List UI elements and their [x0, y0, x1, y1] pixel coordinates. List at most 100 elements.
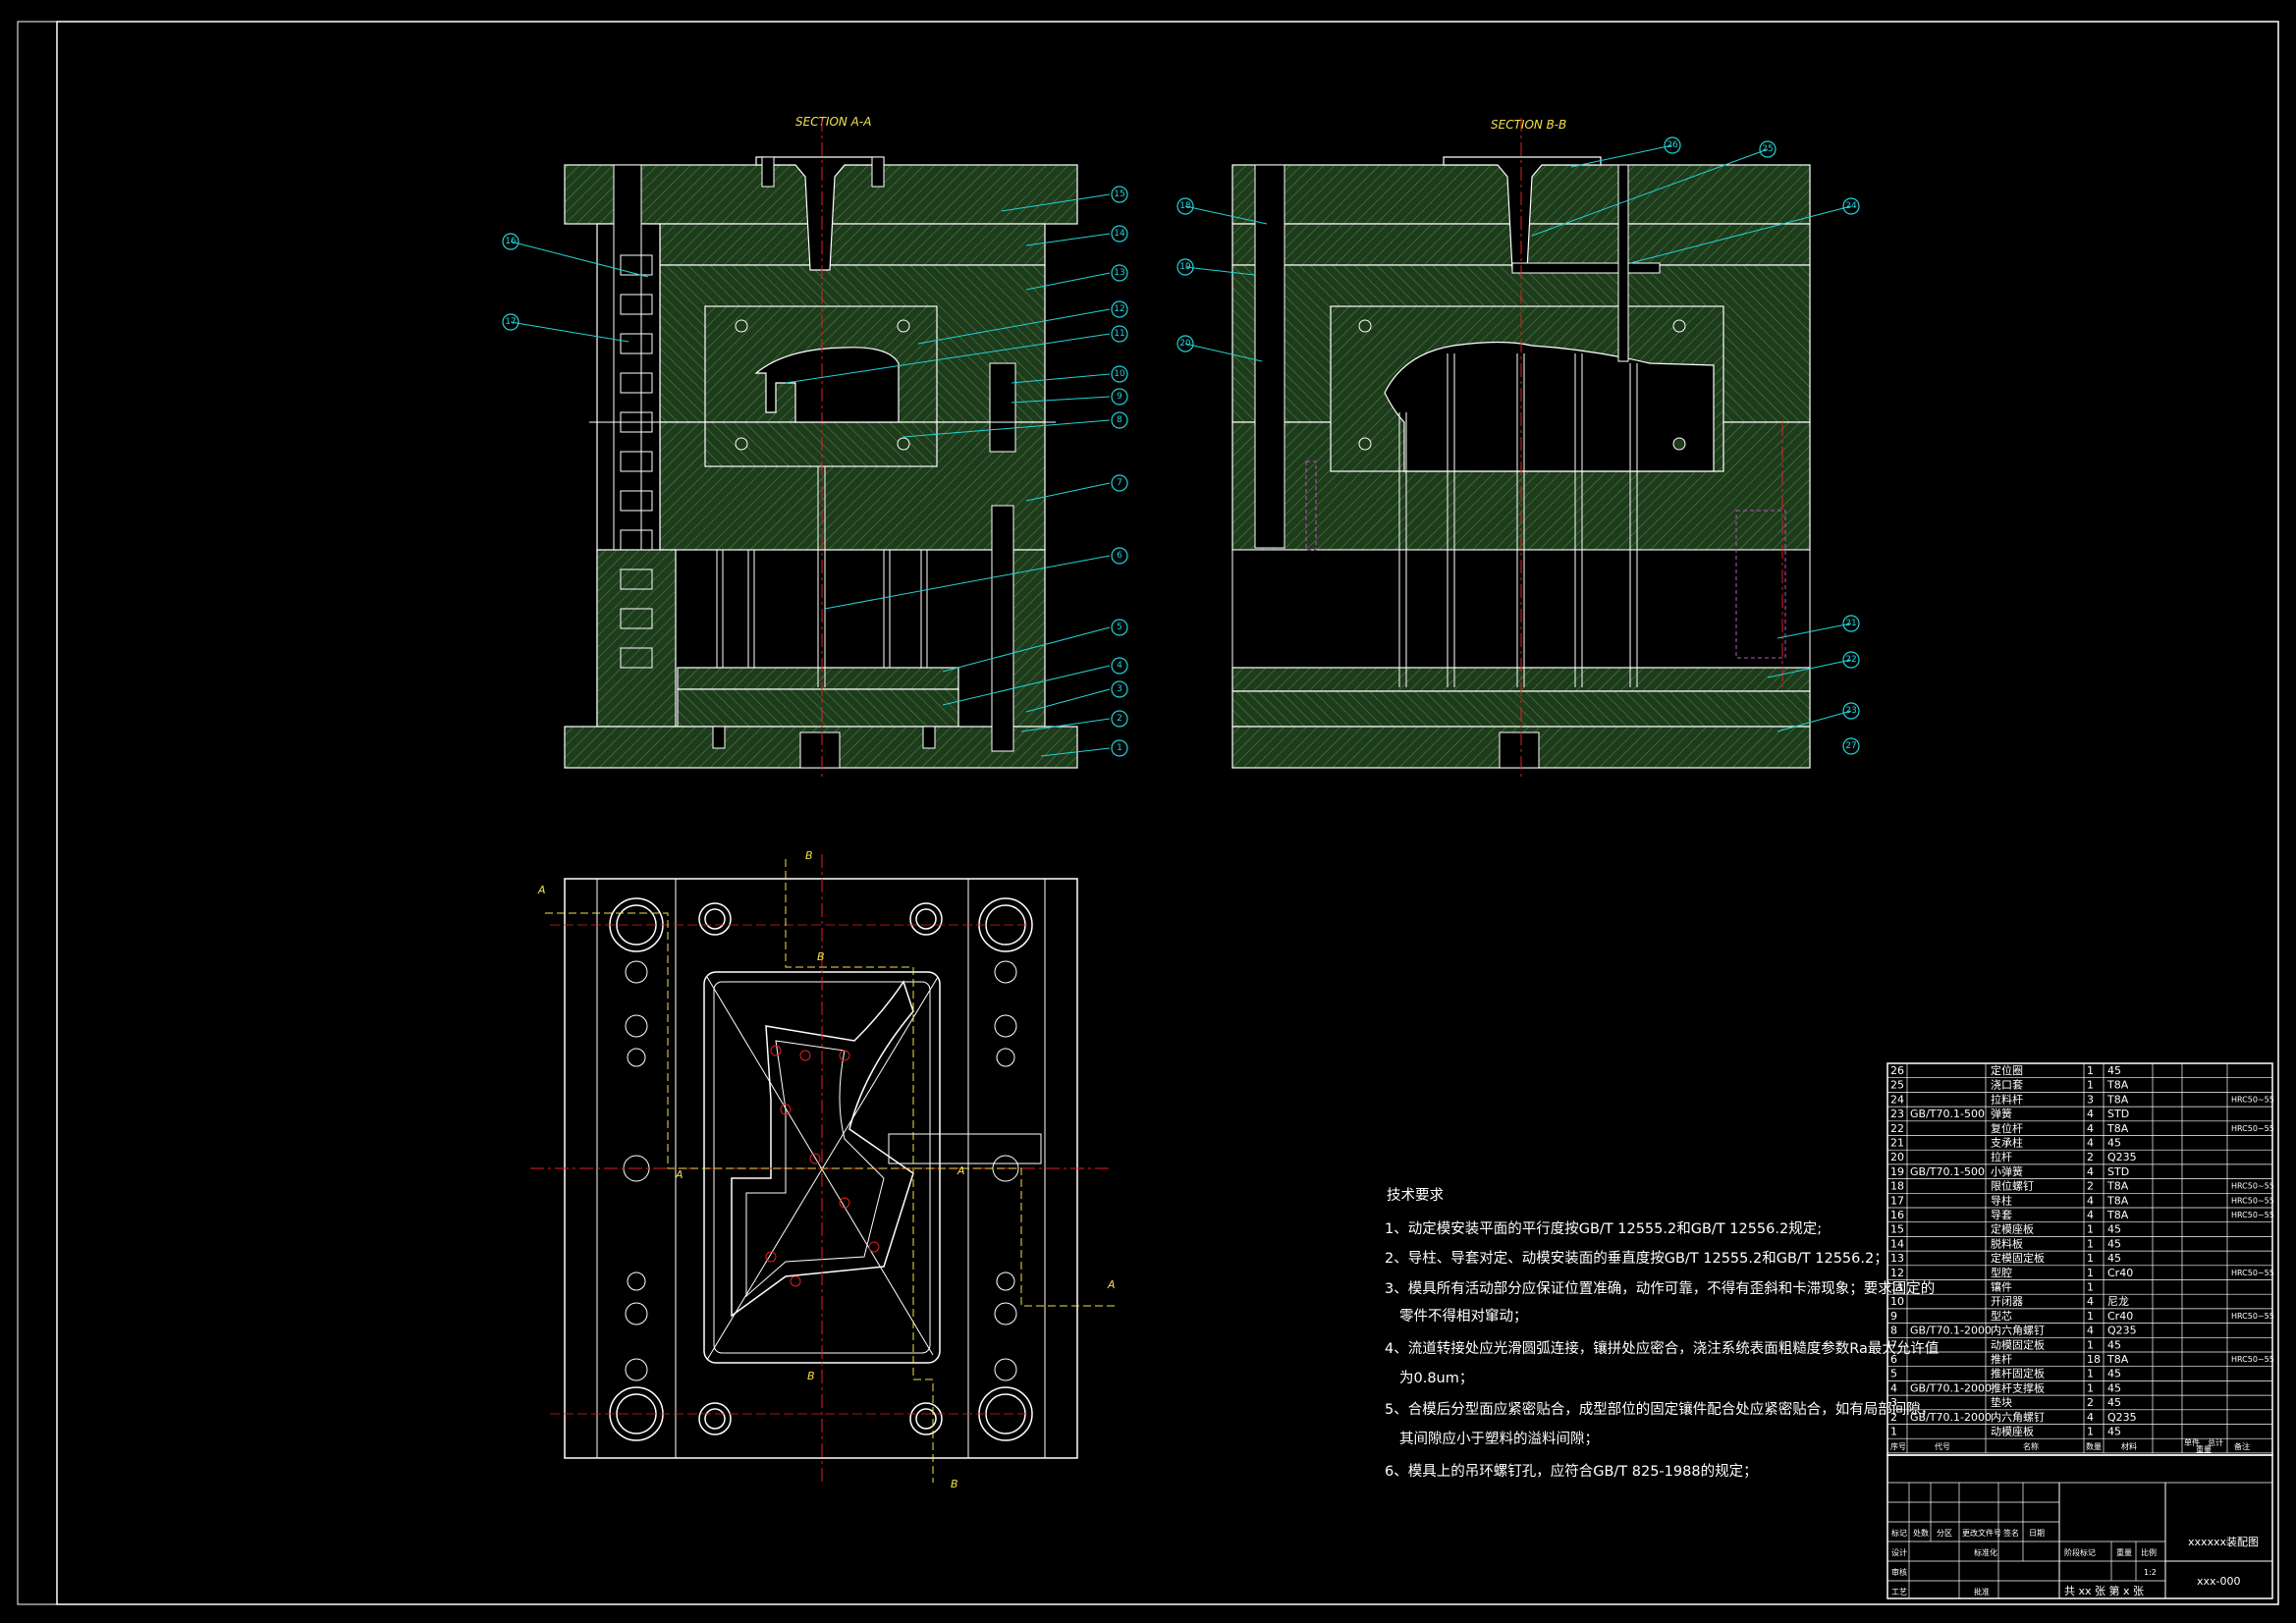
sec-mark-a2: A	[675, 1168, 683, 1181]
bom-cell-name: 支承柱	[1991, 1136, 2023, 1150]
tb-date: 日期	[2029, 1529, 2045, 1538]
bom-cell-name: 型腔	[1991, 1266, 2012, 1279]
sec-mark-b3: B	[807, 1370, 815, 1382]
balloon-27: 27	[1845, 741, 1856, 751]
bom-cell-no: 5	[1890, 1368, 1897, 1380]
bom-cell-note: HRC50~55	[2231, 1312, 2274, 1321]
bom-cell-name: 拉料杆	[1991, 1092, 2023, 1106]
bom-cell-name: 动模固定板	[1991, 1337, 2045, 1351]
bom-cell-name: 推杆支撑板	[1991, 1380, 2045, 1394]
bom-cell-mat: T8A	[2106, 1122, 2129, 1135]
section-aa-view: SECTION A-A	[502, 115, 1128, 781]
bom-cell-name: 推杆	[1991, 1352, 2012, 1366]
balloon-4: 4	[1117, 661, 1122, 671]
part-profile-bb	[1384, 341, 1715, 472]
tb-sign: 签名	[2003, 1528, 2019, 1538]
balloon-16: 16	[505, 237, 517, 246]
balloon-18: 18	[1179, 201, 1191, 211]
bom-cell-qty: 1	[2087, 1381, 2094, 1394]
bom-cell-qty: 4	[2087, 1108, 2094, 1120]
balloon-8: 8	[1117, 415, 1122, 425]
bom-cell-no: 8	[1890, 1325, 1897, 1337]
bom-cell-no: 15	[1890, 1223, 1904, 1236]
bom-cell-no: 11	[1890, 1281, 1904, 1294]
bom-cell-note: HRC50~55	[2231, 1182, 2274, 1191]
tb-weight: 重量	[2116, 1547, 2132, 1557]
bom-cell-name: 型芯	[1991, 1309, 2012, 1323]
bom-cell-name: 小弹簧	[1991, 1164, 2023, 1178]
sec-mark-b2: B	[817, 950, 825, 963]
tb-drawing-name: xxxxxx装配图	[2188, 1536, 2259, 1548]
bom-cell-code: GB/T70.1-2000	[1910, 1381, 1992, 1394]
bom-cell-mat: T8A	[2106, 1093, 2129, 1106]
bom-cell-qty: 4	[2087, 1165, 2094, 1178]
bom-cell-qty: 4	[2087, 1194, 2094, 1207]
bom-header-code: 代号	[1935, 1441, 1950, 1451]
bom-cell-mat: Q235	[2107, 1325, 2137, 1337]
bom-cell-mat: 45	[2107, 1064, 2121, 1077]
tb-std: 标准化	[1974, 1547, 1997, 1557]
bom-cell-no: 26	[1890, 1064, 1904, 1077]
tb-approve: 批准	[1974, 1587, 1990, 1596]
balloon-26: 26	[1667, 140, 1678, 150]
tech-req-line-1: 1、动定模安装平面的平行度按GB/T 12555.2和GB/T 12556.2规…	[1385, 1220, 1822, 1237]
bom-cell-qty: 1	[2087, 1281, 2094, 1294]
bom-cell-no: 9	[1890, 1310, 1897, 1323]
ejector-pins-bb	[1398, 353, 1638, 687]
bom-cell-qty: 4	[2087, 1411, 2094, 1424]
bom-cell-mat: Cr40	[2107, 1267, 2133, 1279]
tech-req-line-3: 3、模具所有活动部分应保证位置准确，动作可靠，不得有歪斜和卡滞现象；要求固定的	[1385, 1279, 1935, 1297]
bom-cell-note: HRC50~55	[2231, 1196, 2274, 1205]
bom-cell-qty: 1	[2087, 1267, 2094, 1279]
bom-cell-no: 24	[1890, 1093, 1904, 1106]
section-aa-title: SECTION A-A	[795, 115, 871, 129]
tb-scale: 比例	[2141, 1547, 2157, 1557]
cooling-holes-aa	[735, 319, 910, 451]
bom-cell-code: GB/T70.1-2000	[1910, 1411, 1992, 1424]
bom-cell-no: 4	[1890, 1381, 1897, 1394]
bom-cell-mat: 45	[2107, 1137, 2121, 1150]
bom-cell-qty: 4	[2087, 1325, 2094, 1337]
bom-header-mat: 材料	[2121, 1441, 2137, 1451]
section-bb-view: SECTION B-B	[1176, 118, 1860, 781]
balloon-1: 1	[1117, 743, 1122, 753]
ejector-hole	[799, 731, 841, 769]
bom-cell-mat: 45	[2107, 1426, 2121, 1438]
bom-cell-qty: 1	[2087, 1426, 2094, 1438]
bom-cell-qty: 18	[2087, 1353, 2101, 1366]
screws-aa	[712, 156, 936, 749]
bom-header-unit-w: 单件	[2184, 1437, 2200, 1447]
bom-cell-no: 2	[1890, 1411, 1897, 1424]
return-pin	[991, 505, 1014, 752]
balloon-21: 21	[1845, 619, 1856, 628]
bom-cell-no: 20	[1890, 1151, 1904, 1163]
bom-cell-no: 10	[1890, 1295, 1904, 1308]
bom-cell-qty: 1	[2087, 1310, 2094, 1323]
tb-count: 处数	[1913, 1528, 1929, 1538]
bom-header-no: 序号	[1890, 1441, 1906, 1451]
bom-cell-mat: STD	[2107, 1108, 2129, 1120]
bom-cell-name: 导套	[1991, 1209, 2012, 1221]
plan-view: A A A A B B B B	[530, 849, 1116, 1490]
tech-req-line-9: 6、模具上的吊环螺钉孔，应符合GB/T 825-1988的规定；	[1385, 1462, 1758, 1480]
tb-stage: 阶段标记	[2064, 1547, 2096, 1557]
bom-cell-qty: 4	[2087, 1122, 2094, 1135]
bom-cell-mat: Q235	[2107, 1411, 2137, 1424]
bom-cell-qty: 1	[2087, 1064, 2094, 1077]
balloon-2: 2	[1117, 714, 1122, 724]
bom-cell-mat: Q235	[2107, 1151, 2137, 1163]
bom-cell-no: 12	[1890, 1267, 1904, 1279]
runner-bb	[1511, 262, 1661, 274]
bom-cell-name: 限位螺钉	[1991, 1179, 2034, 1193]
balloon-11: 11	[1114, 329, 1124, 339]
sec-mark-a1: A	[537, 884, 546, 896]
bom-cell-name: 浇口套	[1991, 1079, 2023, 1092]
bom-cell-qty: 2	[2087, 1396, 2094, 1409]
balloon-5: 5	[1117, 622, 1122, 632]
bom-cell-code: GB/T70.1-2000	[1910, 1325, 1992, 1337]
tech-req-line-5: 4、流道转接处应光滑圆弧连接，镶拼处应密合，浇注系统表面粗糙度参数Ra最大允许值	[1385, 1339, 1939, 1357]
bom-cell-note: HRC50~55	[2231, 1269, 2274, 1277]
bom-cell-mat: 45	[2107, 1368, 2121, 1380]
